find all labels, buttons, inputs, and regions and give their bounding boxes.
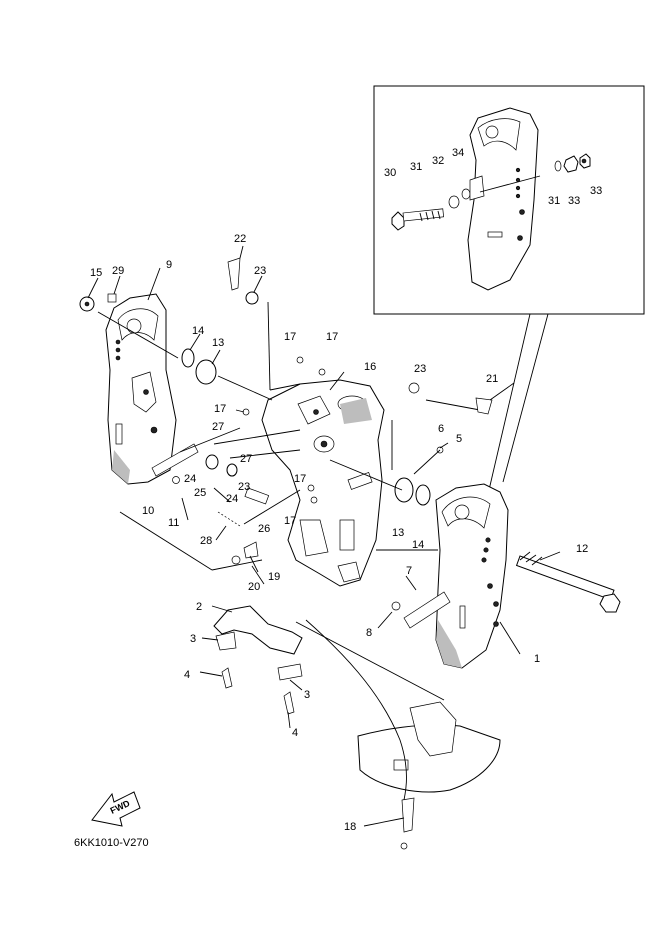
- diagram-code: 6KK1010-V270: [74, 837, 149, 849]
- callout-32: 32: [432, 155, 444, 167]
- callout-13b: 13: [392, 527, 404, 539]
- callout-30: 30: [384, 167, 396, 179]
- plate-2: [213, 605, 303, 681]
- callout-6: 6: [438, 423, 444, 435]
- callout-14b: 14: [412, 539, 424, 551]
- plate-18: [357, 701, 501, 850]
- callout-5: 5: [456, 433, 462, 445]
- callout-17e: 17: [284, 515, 296, 527]
- inset-detail-box: [373, 85, 645, 491]
- callout-24a: 24: [184, 473, 196, 485]
- callout-28: 28: [200, 535, 212, 547]
- callout-23c: 23: [238, 481, 250, 493]
- fwd-arrow-icon: FWD: [91, 791, 141, 827]
- callout-9: 9: [166, 259, 172, 271]
- callout-labels: 1 2 3 3 4 4 5 6 7 8 9 10 11 12 13 13 14 …: [90, 147, 602, 833]
- callout-21: 21: [486, 373, 498, 385]
- callout-11: 11: [168, 517, 179, 529]
- callout-3a: 3: [190, 633, 196, 645]
- callout-27a: 27: [212, 421, 224, 433]
- leader-lines: [87, 245, 561, 827]
- callout-24b: 24: [226, 493, 238, 505]
- callout-20: 20: [248, 581, 260, 593]
- callout-12: 12: [576, 543, 588, 555]
- callout-17a: 17: [284, 331, 296, 343]
- callout-13a: 13: [212, 337, 224, 349]
- clamp-bracket-left: [105, 293, 177, 485]
- callout-25: 25: [194, 487, 206, 499]
- callout-17c: 17: [214, 403, 226, 415]
- callout-19: 19: [268, 571, 280, 583]
- clamp-bracket-right: [435, 483, 509, 669]
- bolt-30-icon: [391, 208, 445, 231]
- callout-17b: 17: [326, 331, 338, 343]
- callout-15: 15: [90, 267, 102, 279]
- callout-23b: 23: [414, 363, 426, 375]
- callout-4b: 4: [292, 727, 298, 739]
- tilt-tube-12: [515, 551, 621, 613]
- callout-2: 2: [196, 601, 202, 613]
- callout-1: 1: [534, 653, 540, 665]
- callout-33b: 33: [590, 185, 602, 197]
- callout-17d: 17: [294, 473, 306, 485]
- callout-18: 18: [344, 821, 356, 833]
- hardware: [79, 257, 493, 715]
- callout-14a: 14: [192, 325, 204, 337]
- callout-4a: 4: [184, 669, 190, 681]
- callout-22: 22: [234, 233, 246, 245]
- swivel-bracket: [261, 379, 385, 587]
- callout-8: 8: [366, 627, 372, 639]
- callout-29: 29: [112, 265, 124, 277]
- callout-31a: 31: [410, 161, 422, 173]
- callout-31b: 31: [548, 195, 560, 207]
- callout-27b: 27: [240, 453, 252, 465]
- callout-10: 10: [142, 505, 154, 517]
- callout-3b: 3: [304, 689, 310, 701]
- callout-23a: 23: [254, 265, 266, 277]
- callout-33a: 33: [568, 195, 580, 207]
- callout-7: 7: [406, 565, 412, 577]
- callout-16: 16: [364, 361, 376, 373]
- callout-26: 26: [258, 523, 270, 535]
- callout-34: 34: [452, 147, 464, 159]
